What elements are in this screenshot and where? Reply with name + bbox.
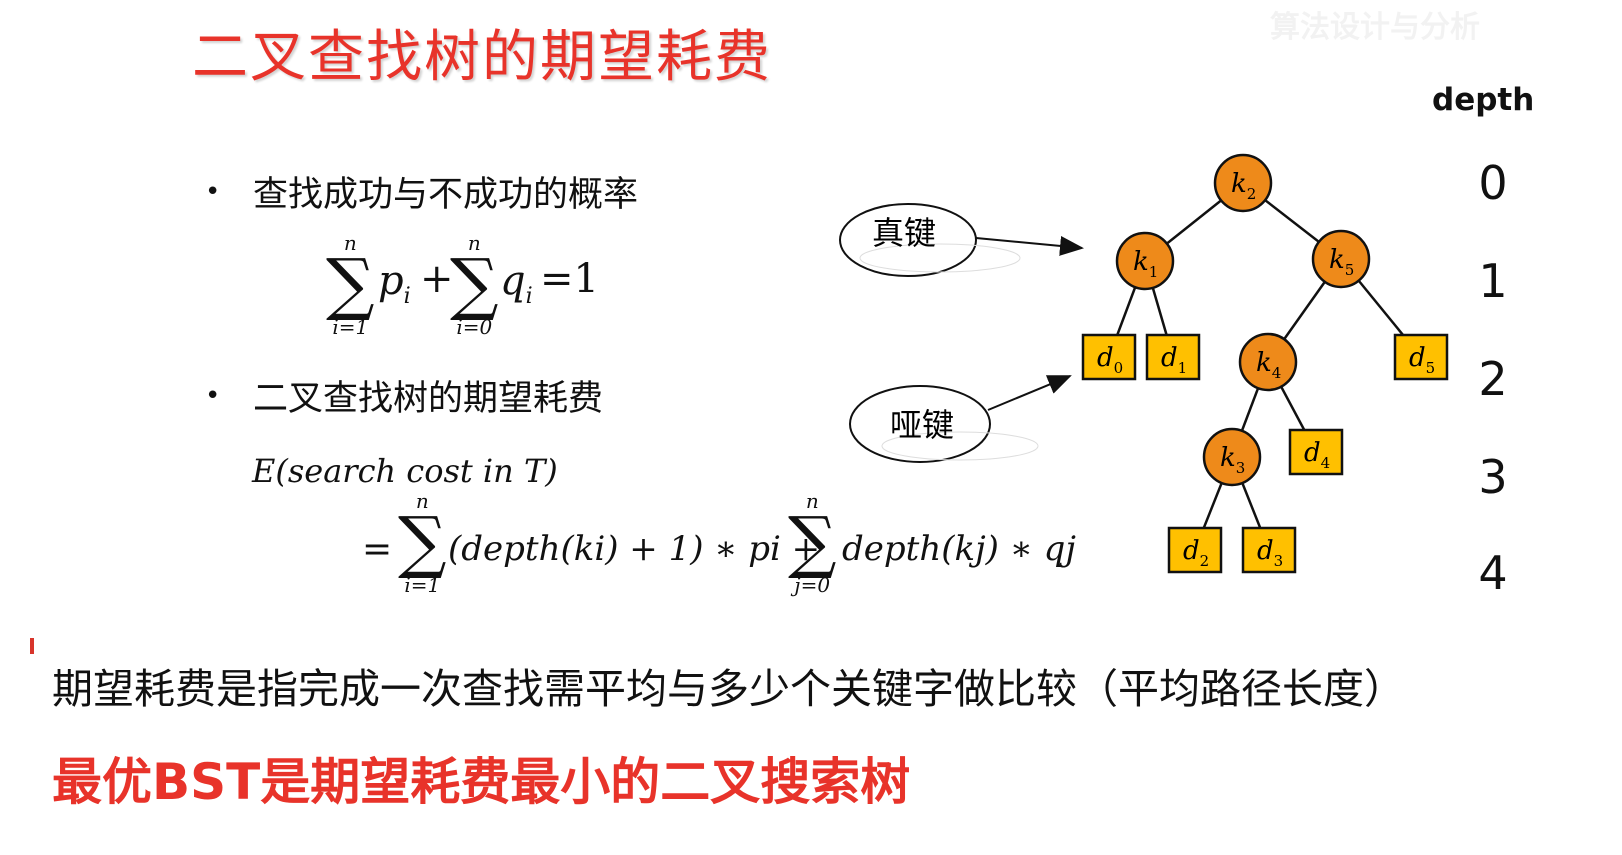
term-p: pi	[378, 258, 411, 309]
node-label-d0: d0	[1097, 343, 1123, 377]
bullet-item-expected-cost: • 二叉查找树的期望耗费	[205, 370, 603, 421]
callout-dummy-key: 哑键	[849, 375, 1072, 463]
summation-symbol: n ∑ i=1	[398, 490, 447, 596]
depth-level-4: 4	[1478, 546, 1508, 600]
sum-upper-limit: n	[805, 489, 819, 513]
key-node-k1: k1	[1115, 231, 1175, 291]
sum-lower-limit: i=0	[456, 315, 493, 339]
sum-lower-limit: i=1	[332, 315, 369, 339]
summation-symbol: n ∑ j=0	[788, 490, 837, 596]
description-text: 期望耗费是指完成一次查找需平均与多少个关键字做比较（平均路径长度）	[52, 665, 1405, 713]
plus-sign: +	[420, 256, 454, 302]
callout-ellipse	[849, 385, 991, 463]
bullet-item-probability: • 查找成功与不成功的概率	[205, 166, 638, 217]
sum-upper-limit: n	[415, 489, 429, 513]
dummy-node-d2: d2	[1167, 526, 1223, 574]
slide-title: 二叉查找树的期望耗费	[192, 25, 772, 90]
paragraph-marker	[30, 638, 34, 654]
dummy-node-d1: d1	[1145, 333, 1201, 381]
depth-level-2: 2	[1478, 352, 1508, 406]
key-node-k5: k5	[1311, 229, 1371, 289]
callout-ellipse	[839, 203, 977, 277]
depth-axis-title: depth	[1432, 82, 1535, 118]
dummy-node-d3: d3	[1241, 526, 1297, 574]
depth-level-0: 0	[1478, 156, 1508, 210]
sum-lower-limit: i=1	[404, 573, 441, 597]
key-node-k2: k2	[1213, 153, 1273, 213]
sigma-icon: ∑	[788, 503, 837, 582]
depth-level-3: 3	[1478, 450, 1508, 504]
equals-one: =1	[540, 256, 599, 302]
arrow-icon	[987, 375, 1072, 411]
key-node-k3: k3	[1202, 427, 1262, 487]
sigma-icon: ∑	[450, 245, 499, 324]
sum-upper-limit: n	[343, 231, 357, 255]
conclusion-text: 最优BST是期望耗费最小的二叉搜索树	[52, 753, 911, 811]
bullet-text: 二叉查找树的期望耗费	[253, 379, 604, 419]
term-q: qi	[500, 258, 533, 309]
bullet-dot-icon: •	[205, 380, 221, 411]
bullet-dot-icon: •	[205, 176, 221, 207]
summation-symbol: n ∑ i=1	[326, 232, 375, 338]
depth-level-1: 1	[1478, 254, 1508, 308]
sum-upper-limit: n	[467, 231, 481, 255]
callout-real-key: 真键	[839, 203, 1084, 277]
key-node-k4: k4	[1238, 332, 1298, 392]
formula-term-1: (depth(ki) + 1) ∗ pi +	[448, 529, 821, 569]
equals-sign: =	[362, 529, 393, 570]
callout-label: 哑键	[890, 406, 954, 444]
formula-lhs: E(search cost in T)	[252, 452, 558, 490]
summation-symbol: n ∑ i=0	[450, 232, 499, 338]
dummy-node-d5: d5	[1393, 333, 1449, 381]
formula-term-2: depth(kj) ∗ qj	[842, 529, 1076, 569]
callout-label: 真键	[872, 214, 936, 252]
sigma-icon: ∑	[398, 503, 447, 582]
dummy-node-d4: d4	[1288, 428, 1344, 476]
bullet-text: 查找成功与不成功的概率	[253, 175, 639, 215]
sigma-icon: ∑	[326, 245, 375, 324]
watermark: 算法设计与分析	[1270, 10, 1480, 45]
sum-lower-limit: j=0	[794, 573, 831, 597]
dummy-node-d0: d0	[1081, 333, 1137, 381]
arrow-icon	[975, 235, 1084, 256]
